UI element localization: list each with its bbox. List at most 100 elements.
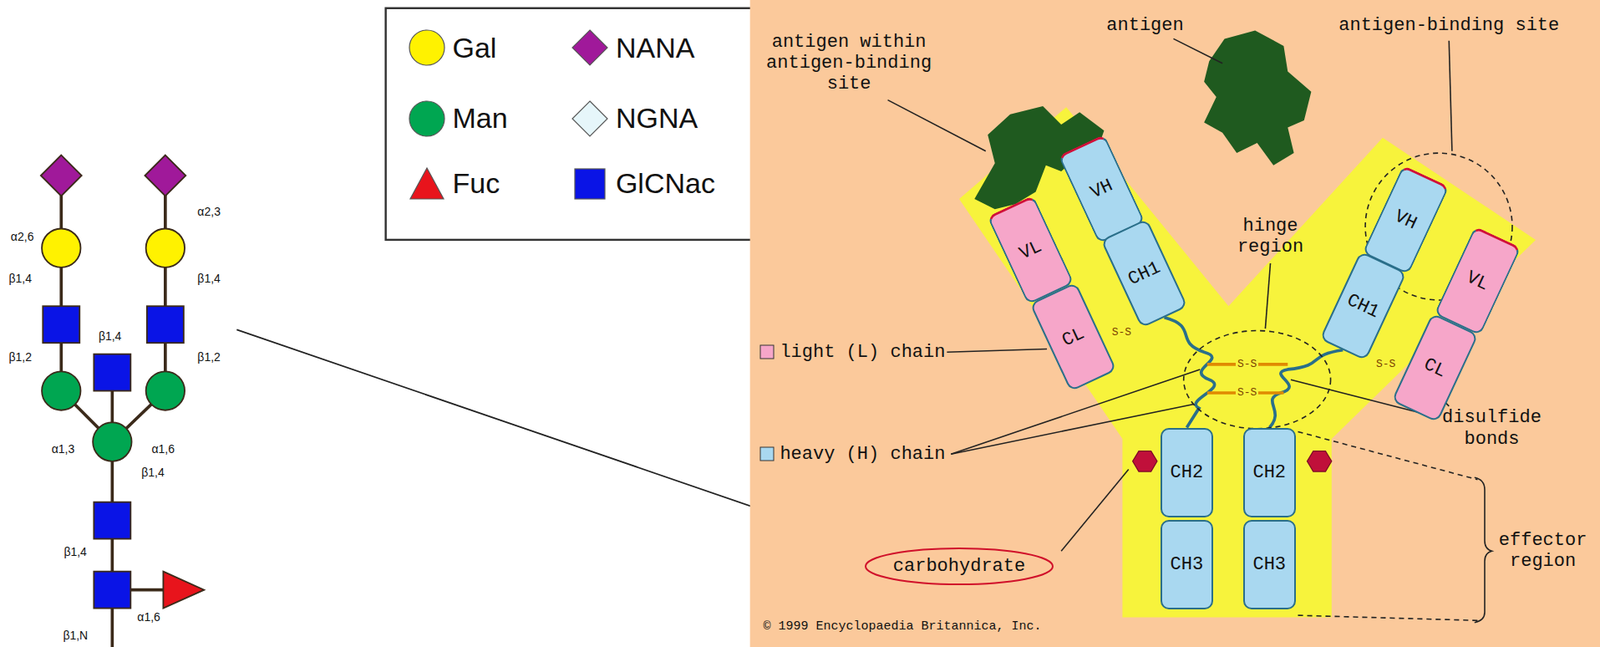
legend-label: GlCNac <box>615 167 716 200</box>
legend-item: Fuc <box>407 164 501 204</box>
gal-symbol <box>41 228 81 267</box>
ellipse-outline <box>865 548 1053 585</box>
gal-symbol <box>146 228 185 267</box>
linkage-label: β1,2 <box>197 350 221 364</box>
legend-swatch <box>570 28 610 67</box>
domain-label: CH3 <box>1170 553 1204 575</box>
leader-line <box>946 349 1047 353</box>
callout-label: disulfide bonds <box>1435 406 1549 450</box>
domain-box: CH2 <box>1160 427 1214 518</box>
legend-swatch <box>570 99 610 138</box>
leader-line <box>1173 38 1223 63</box>
callout-label: carbohydrate <box>893 555 1026 577</box>
domain-label: CH3 <box>1252 553 1286 575</box>
domain-label: VH <box>1391 205 1420 234</box>
domain-box: CH3 <box>1160 519 1214 610</box>
callout-label: S-S <box>1235 386 1259 400</box>
callout-label: effector region <box>1497 529 1590 573</box>
callout-label: antigen within antigen-binding site <box>759 31 940 96</box>
man-symbol <box>41 370 81 410</box>
legend-swatch <box>407 28 447 67</box>
legend-swatch <box>407 164 447 204</box>
legend-label: NANA <box>615 31 695 65</box>
callout-label: hinge region <box>1229 215 1313 259</box>
hinge-chain <box>1269 350 1343 428</box>
glycan-residues <box>40 155 204 609</box>
domain-box: CL <box>1391 312 1479 422</box>
callout-label: antigen-binding site <box>1338 15 1560 36</box>
linkage-label: β1,4 <box>8 271 32 285</box>
carbohydrate-symbol <box>1306 451 1331 472</box>
domain-label: CL <box>1420 353 1449 382</box>
legend-item: GlCNac <box>570 164 716 204</box>
man-symbol <box>92 421 132 461</box>
effector-guide <box>1297 431 1478 479</box>
legend-item: Gal <box>407 28 498 67</box>
domain-label: CH1 <box>1343 289 1382 323</box>
legend-label: Man <box>452 101 508 135</box>
domain-label: VH <box>1087 174 1117 204</box>
legend-item: NANA <box>570 28 695 67</box>
linkage-label: α1,6 <box>137 609 161 624</box>
free-antigen <box>1203 30 1311 166</box>
linkage-label: β1,4 <box>98 329 122 343</box>
callout-label: © 1999 Encyclopaedia Britannica, Inc. <box>763 619 1042 634</box>
glcnac-symbol <box>93 571 131 609</box>
glcnac-symbol <box>42 305 80 343</box>
panel-background <box>750 0 1600 647</box>
linkage-label: β1,4 <box>63 544 87 559</box>
domain-box: CL <box>1030 282 1118 392</box>
domain-label: VL <box>1462 266 1492 295</box>
domain-box: CH1 <box>1319 251 1407 361</box>
glycan-bond <box>59 175 63 392</box>
legend-swatch <box>407 99 447 138</box>
glcnac-symbol <box>147 305 184 343</box>
legend-label: Gal <box>452 31 498 65</box>
legend-label: NGNA <box>615 101 698 135</box>
man-symbol <box>146 370 185 410</box>
carbohydrate-ellipse: carbohydrate <box>863 546 1055 586</box>
domain-label: CH1 <box>1124 257 1164 290</box>
linkage-label: α2,6 <box>10 229 35 244</box>
callout-label: S-S <box>1235 358 1259 371</box>
linkage-label: α1,3 <box>51 441 76 456</box>
leader-lines <box>888 38 1493 622</box>
hinge-outline <box>1183 330 1331 429</box>
callout-label: S-S <box>1374 358 1397 371</box>
legend-swatch <box>570 164 610 204</box>
linkage-label: β1,2 <box>8 350 32 364</box>
linkage-label: α2,3 <box>197 204 221 219</box>
linkage-label: α1,6 <box>151 441 175 456</box>
fuc-symbol <box>162 571 204 609</box>
glcnac-symbol <box>93 354 131 392</box>
effector-bracket <box>1474 477 1493 622</box>
domain-label: VL <box>1015 236 1045 265</box>
legend-item: heavy (H) chain <box>759 443 945 465</box>
nana-symbol <box>40 155 82 197</box>
glycan-bond <box>163 175 168 392</box>
domain-box: VL <box>1433 225 1521 336</box>
domain-label: CH2 <box>1170 462 1204 483</box>
legend-swatch <box>759 344 775 360</box>
carbohydrate-symbol <box>1132 451 1158 472</box>
legend-label: heavy (H) chain <box>779 443 945 465</box>
callout-label: S-S <box>1110 326 1133 340</box>
antibody-outline <box>959 106 1536 617</box>
leader-line <box>1448 40 1453 152</box>
leader-line <box>950 403 1194 454</box>
domain-box: CH1 <box>1100 218 1188 329</box>
legend-label: Fuc <box>452 167 501 200</box>
linkage-label: β1,4 <box>197 271 221 285</box>
leader-line <box>1061 469 1129 552</box>
legend-item: Man <box>407 99 508 138</box>
glcnac-symbol <box>93 502 131 539</box>
legend-label: light (L) chain <box>779 341 945 363</box>
domain-label: CH2 <box>1252 462 1286 483</box>
domain-box: CH3 <box>1243 519 1297 610</box>
linkage-label: β1,N <box>62 628 88 642</box>
legend-item: light (L) chain <box>759 341 945 363</box>
leader-line <box>888 100 986 152</box>
domain-label: CL <box>1059 322 1088 351</box>
domain-box: CH2 <box>1243 427 1297 518</box>
